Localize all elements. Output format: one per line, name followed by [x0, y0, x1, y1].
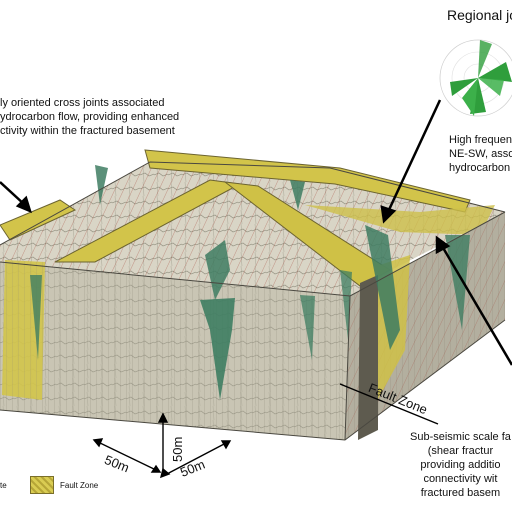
- block-outline: [0, 161, 506, 441]
- annotation-high-frequency: High frequen NE-SW, asso hydrocarbon: [449, 133, 512, 175]
- legend-label-fault-zone: Fault Zone: [60, 481, 99, 490]
- annotation-line: (shear fractur: [427, 445, 494, 457]
- fault-zone-bands: [0, 149, 495, 287]
- annotation-line: connectivity wit: [423, 473, 498, 485]
- dimension-label-height: 50m: [170, 436, 185, 462]
- block-front-face: [0, 260, 350, 440]
- dimension-lines: [92, 412, 232, 479]
- annotation-line: hydrocarbon: [449, 162, 511, 174]
- fault-zone-arrow: [339, 383, 439, 425]
- annotation-line: NE-SW, asso: [449, 148, 512, 160]
- annotation-line: High frequen: [449, 134, 512, 146]
- annotation-line: ctivity within the fractured basement: [0, 125, 175, 137]
- annotation-line: Sub-seismic scale fa: [410, 431, 511, 443]
- legend-label-basement: te: [0, 481, 7, 490]
- legend-swatch-fault-zone: [30, 476, 54, 494]
- annotation-line: fractured basem: [420, 487, 501, 499]
- annotation-arrows: [0, 99, 512, 366]
- rose-diagram: [439, 39, 512, 117]
- regional-joints-title: Regional jo: [447, 7, 512, 23]
- annotation-line: providing additio: [420, 459, 501, 471]
- annotation-cross-joints: ly oriented cross joints associated ydro…: [0, 96, 179, 138]
- annotation-line: ly oriented cross joints associated: [0, 97, 165, 109]
- annotation-sub-seismic: Sub-seismic scale fa (shear fractur prov…: [410, 430, 511, 500]
- annotation-line: ydrocarbon flow, providing enhanced: [0, 111, 180, 123]
- hydrocarbon-plumes: [30, 165, 470, 400]
